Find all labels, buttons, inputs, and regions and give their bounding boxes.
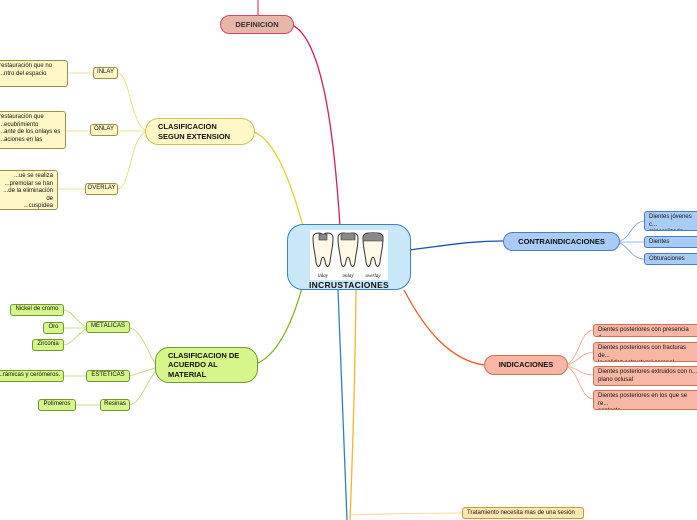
indicaciones-item-3[interactable]: Dientes posteriores extruidos con n... p… bbox=[593, 366, 697, 386]
link-contra-3 bbox=[619, 242, 645, 260]
tag-inlay[interactable]: INLAY bbox=[93, 67, 118, 79]
link-extension bbox=[253, 131, 304, 227]
image-label-overlay: overlay bbox=[366, 274, 382, 279]
leaf-zirconia[interactable]: Zirconia bbox=[32, 339, 64, 351]
tooth-icon-onlay bbox=[337, 232, 359, 267]
link-bottom-blue bbox=[337, 289, 348, 520]
link-overlay bbox=[117, 131, 146, 190]
tag-onlay[interactable]: ONLAY bbox=[90, 124, 118, 136]
contra-item-3[interactable]: Obturaciones peq... bbox=[644, 253, 697, 265]
extension-node[interactable]: CLASIFICACION SEGUN EXTENSION bbox=[145, 118, 255, 145]
indicaciones-node[interactable]: INDICACIONES bbox=[484, 355, 568, 375]
indicaciones-item-1[interactable]: Dientes posteriores con presencia d... bbox=[593, 324, 697, 337]
link-inlay bbox=[117, 72, 146, 131]
link-metalicas bbox=[129, 327, 156, 365]
central-topic[interactable]: inlay onlay overlay INCRUSTACIONES bbox=[287, 224, 411, 290]
leaf-ceramicas[interactable]: ...rámicas y cerómeros. bbox=[0, 370, 64, 382]
material-node[interactable]: CLASIFICACION DE ACUERDO AL MATERIAL bbox=[155, 347, 258, 383]
link-ind-1 bbox=[567, 329, 594, 365]
contra-item-1[interactable]: Dientes jóvenes c... mineralizada inco..… bbox=[644, 211, 697, 231]
onlay-description[interactable]: restauración que ...ecubrimiento ...ante… bbox=[0, 111, 66, 149]
leaf-oro[interactable]: Oro bbox=[43, 322, 64, 334]
definicion-node[interactable]: DEFINICION bbox=[220, 15, 294, 34]
link-esteticas bbox=[129, 367, 156, 377]
link-bottom-orange bbox=[349, 289, 357, 520]
link-contra-1 bbox=[619, 220, 645, 242]
tag-metalicas[interactable]: METÁLICAS bbox=[86, 321, 130, 333]
inlay-description[interactable]: restauración que no ...ntro del espacio bbox=[0, 60, 68, 87]
leaf-polimeros[interactable]: Polímeros bbox=[38, 399, 76, 411]
tooth-icon-overlay bbox=[362, 232, 384, 267]
indicaciones-item-4[interactable]: Dientes posteriores en los que se re... … bbox=[593, 390, 697, 410]
central-topic-title: INCRUSTACIONES bbox=[308, 280, 390, 290]
tag-resinas[interactable]: Resinas bbox=[100, 399, 130, 411]
tag-esteticas[interactable]: ESTÉTICAS bbox=[86, 370, 130, 382]
indicaciones-item-2[interactable]: Dientes posteriores con fracturas de... … bbox=[593, 342, 697, 362]
bottom-item-tratamiento[interactable]: Tratamiento necesita mas de una sesión bbox=[462, 507, 584, 519]
link-material bbox=[257, 287, 303, 364]
contra-item-2[interactable]: Dientes temporal... bbox=[644, 236, 697, 248]
link-contra bbox=[408, 240, 504, 251]
leaf-nickel-de-cromo[interactable]: Nickel de cromo bbox=[10, 304, 64, 316]
overlay-description[interactable]: ...ue se realiza ...premolar se han ...d… bbox=[0, 170, 58, 210]
link-ind-3 bbox=[567, 365, 594, 376]
teeth-illustration: inlay onlay overlay bbox=[310, 230, 388, 280]
tooth-icons: inlay onlay overlay bbox=[312, 232, 384, 279]
tooth-icon-inlay bbox=[312, 232, 334, 267]
link-indicaciones bbox=[403, 289, 485, 366]
image-label-inlay: inlay bbox=[318, 274, 329, 279]
tag-overlay[interactable]: OVERLAY bbox=[85, 183, 118, 195]
link-ind-2 bbox=[567, 351, 594, 366]
link-ind-4 bbox=[567, 366, 594, 400]
link-definicion bbox=[291, 24, 341, 227]
link-nickel bbox=[63, 309, 87, 328]
link-bottom-leaf bbox=[349, 512, 463, 516]
link-zirconia bbox=[63, 328, 87, 346]
contraindicaciones-node[interactable]: CONTRAINDICACIONES bbox=[503, 232, 620, 251]
link-resinas bbox=[129, 371, 156, 406]
image-label-onlay: onlay bbox=[342, 274, 354, 279]
